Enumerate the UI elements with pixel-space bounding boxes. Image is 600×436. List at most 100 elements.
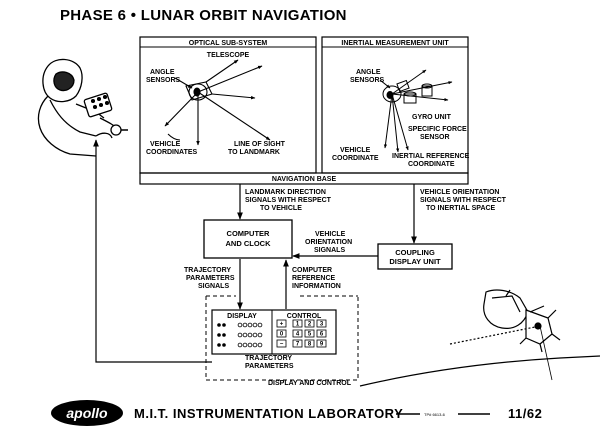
- sign-key-label: 0: [280, 332, 284, 338]
- coupling-display-box: COUPLING DISPLAY UNIT: [377, 243, 453, 270]
- digit-readout: [257, 342, 263, 348]
- digit-readout: [247, 332, 253, 338]
- vehicle-orientation-right-label-1: VEHICLE ORIENTATION: [420, 189, 499, 196]
- digit-key-label: 2: [308, 322, 312, 328]
- optical-angle-sensors-label-2: SENSORS: [146, 77, 181, 84]
- digit-key[interactable]: 5: [304, 329, 315, 338]
- digit-key[interactable]: 4: [292, 329, 303, 338]
- digit-key[interactable]: 6: [316, 329, 327, 338]
- digit-key-label: 4: [296, 332, 300, 338]
- digit-readout: [252, 342, 258, 348]
- computer-label: COMPUTER: [227, 229, 271, 238]
- digit-readout: [242, 342, 248, 348]
- digit-key-label: 9: [320, 342, 324, 348]
- vehicle-orientation-mid-label-1: VEHICLE: [315, 231, 346, 238]
- digit-key-label: 8: [308, 342, 312, 348]
- display-label: DISPLAY: [227, 313, 257, 320]
- digit-key[interactable]: 9: [316, 339, 327, 348]
- sign-key[interactable]: −: [276, 339, 287, 348]
- indicator-light: [222, 333, 226, 337]
- computer-reference-label-3: INFORMATION: [292, 283, 341, 290]
- digit-readout: [237, 342, 243, 348]
- document-date: 11/62: [508, 406, 542, 421]
- control-label: CONTROL: [287, 313, 322, 320]
- digit-key-label: 7: [296, 342, 300, 348]
- computer-reference-label-1: COMPUTER: [292, 267, 332, 274]
- navigation-base: NAVIGATION BASE: [139, 172, 469, 185]
- digit-readout: [252, 322, 258, 328]
- computer-clock-box: COMPUTER AND CLOCK: [203, 219, 293, 259]
- inertial-reference-label: INERTIAL REFERENCE: [392, 153, 470, 160]
- coupling-label: COUPLING: [395, 248, 435, 257]
- vehicle-orientation-right-label-2: SIGNALS WITH RESPECT: [420, 197, 507, 204]
- sign-key-label: +: [280, 322, 284, 328]
- indicator-light: [222, 343, 226, 347]
- vehicle-coordinates-label-2: COORDINATES: [146, 149, 198, 156]
- imu-box: INERTIAL MEASUREMENT UNIT ANGLE SENSORS …: [321, 36, 470, 174]
- digit-key-label: 6: [320, 332, 324, 338]
- imu-angle-sensors-label: ANGLE: [356, 69, 381, 76]
- digit-key-label: 5: [308, 332, 312, 338]
- lab-name: M.I.T. INSTRUMENTATION LABORATORY: [134, 406, 403, 421]
- trajectory-signals-label-1: TRAJECTORY: [184, 267, 231, 274]
- footer: apollo M.I.T. INSTRUMENTATION LABORATORY…: [51, 400, 542, 426]
- astronaut-illustration: [37, 58, 128, 157]
- digit-readout: [237, 332, 243, 338]
- vehicle-orientation-mid-label-3: SIGNALS: [314, 247, 345, 254]
- landmark-signals-label-2: SIGNALS WITH RESPECT: [245, 197, 332, 204]
- landmark-signals-label-3: TO VEHICLE: [260, 205, 302, 212]
- navigation-base-label: NAVIGATION BASE: [272, 176, 337, 183]
- trajectory-parameters-label-2: PARAMETERS: [245, 363, 294, 370]
- line-of-sight-label: LINE OF SIGHT: [234, 141, 286, 148]
- digit-key[interactable]: 1: [292, 319, 303, 328]
- digit-readout: [257, 322, 263, 328]
- indicator-light: [217, 323, 221, 327]
- imu-vehicle-coordinate-label: VEHICLE: [340, 147, 371, 154]
- inertial-reference-label-2: COORDINATE: [408, 161, 455, 168]
- digit-key[interactable]: 3: [316, 319, 327, 328]
- display-and-control-region: DISPLAY AND CONTROL: [205, 295, 359, 387]
- dsky-panel: DISPLAY CONTROL: [211, 309, 337, 355]
- display-and-control-label: DISPLAY AND CONTROL: [268, 380, 352, 387]
- digit-readout: [252, 332, 258, 338]
- sign-key[interactable]: 0: [276, 329, 287, 338]
- vehicle-coordinates-label: VEHICLE: [150, 141, 181, 148]
- optical-angle-sensors-label: ANGLE: [150, 69, 175, 76]
- document-code: TP# 6613-6: [424, 412, 446, 417]
- imu-angle-sensors-label-2: SENSORS: [350, 77, 385, 84]
- line-of-sight-label-2: TO LANDMARK: [228, 149, 280, 156]
- indicator-light: [222, 323, 226, 327]
- landmark-signals-label-1: LANDMARK DIRECTION: [245, 189, 326, 196]
- clock-label: AND CLOCK: [226, 239, 272, 248]
- digit-key[interactable]: 8: [304, 339, 315, 348]
- sign-key-label: −: [280, 342, 284, 348]
- imu-header: INERTIAL MEASUREMENT UNIT: [341, 40, 449, 47]
- digit-readout: [247, 342, 253, 348]
- apollo-logo-text: apollo: [66, 405, 108, 421]
- specific-force-label-2: SENSOR: [420, 134, 450, 141]
- gyro-graphic: [379, 69, 453, 153]
- digit-readout: [242, 332, 248, 338]
- display-row: [217, 322, 263, 328]
- vehicle-orientation-mid-label-2: ORIENTATION: [305, 239, 352, 246]
- digit-readout: [247, 322, 253, 328]
- trajectory-signals-label-2: PARAMETERS: [186, 275, 235, 282]
- indicator-light: [217, 333, 221, 337]
- optical-subsystem-box: OPTICAL SUB-SYSTEM TELESCOPE ANGLE SENSO…: [139, 36, 317, 174]
- optical-subsystem-header: OPTICAL SUB-SYSTEM: [189, 40, 268, 47]
- computer-reference-label-2: REFERENCE: [292, 275, 336, 282]
- digit-readout: [242, 322, 248, 328]
- trajectory-parameters-arrow: [93, 139, 212, 363]
- gyro-unit-label: GYRO UNIT: [412, 114, 452, 121]
- spacecraft-illustration: [359, 289, 600, 387]
- digit-key[interactable]: 7: [292, 339, 303, 348]
- sign-key[interactable]: +: [276, 319, 287, 328]
- telescope-label: TELESCOPE: [207, 52, 250, 59]
- apollo-logo: [51, 400, 123, 426]
- display-row: [217, 332, 263, 338]
- specific-force-label: SPECIFIC FORCE: [408, 126, 467, 133]
- digit-key[interactable]: 2: [304, 319, 315, 328]
- digit-key-label: 3: [320, 322, 324, 328]
